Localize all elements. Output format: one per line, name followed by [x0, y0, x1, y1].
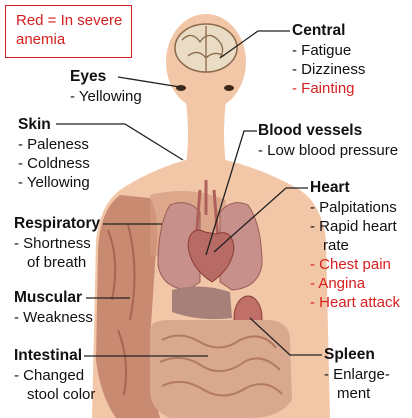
skin-label: Skin - Paleness - Coldness - Yellowing: [18, 115, 90, 192]
spleen-item: ment: [324, 384, 390, 403]
liver: [172, 286, 232, 319]
central-heading: Central: [292, 21, 365, 41]
spleen-item: - Enlarge-: [324, 365, 390, 384]
central-red-item: - Fainting: [292, 79, 365, 98]
brain: [175, 24, 237, 72]
respiratory-heading: Respiratory: [14, 214, 100, 234]
eyes-item: - Yellowing: [70, 87, 142, 106]
heart-red-item: - Chest pain: [310, 255, 400, 274]
legend-box: Red = In severe anemia: [5, 5, 132, 58]
muscular-heading: Muscular: [14, 288, 93, 308]
central-item: - Dizziness: [292, 60, 365, 79]
intestinal-heading: Intestinal: [14, 346, 95, 366]
intestinal-item: - Changed: [14, 366, 95, 385]
respiratory-label: Respiratory - Shortness of breath: [14, 214, 100, 272]
blood-vessels-item: - Low blood pressure: [258, 141, 398, 160]
heart-item: - Rapid heart: [310, 217, 400, 236]
heart-heading: Heart: [310, 178, 400, 198]
heart-red-item: - Heart attack: [310, 293, 400, 312]
heart-item: - Palpitations: [310, 198, 400, 217]
skin-heading: Skin: [18, 115, 90, 135]
skin-item: - Coldness: [18, 154, 90, 173]
intestines: [150, 320, 292, 418]
respiratory-item: - Shortness: [14, 234, 100, 253]
central-label: Central - Fatigue - Dizziness - Fainting: [292, 21, 365, 98]
respiratory-item: of breath: [14, 253, 100, 272]
eyes-heading: Eyes: [70, 67, 142, 87]
muscular-item: - Weakness: [14, 308, 93, 327]
central-item: - Fatigue: [292, 41, 365, 60]
eyes-label: Eyes - Yellowing: [70, 67, 142, 106]
intestinal-label: Intestinal - Changed stool color: [14, 346, 95, 404]
heart-item: rate: [310, 236, 400, 255]
blood-vessels-heading: Blood vessels: [258, 121, 398, 141]
skin-item: - Paleness: [18, 135, 90, 154]
blood-vessels-label: Blood vessels - Low blood pressure: [258, 121, 398, 160]
spleen-label: Spleen - Enlarge- ment: [324, 345, 390, 403]
intestinal-item: stool color: [14, 385, 95, 404]
heart-label: Heart - Palpitations - Rapid heart rate …: [310, 178, 400, 312]
muscular-label: Muscular - Weakness: [14, 288, 93, 327]
heart-red-item: - Angina: [310, 274, 400, 293]
spleen-heading: Spleen: [324, 345, 390, 365]
skin-item: - Yellowing: [18, 173, 90, 192]
legend-text: Red = In severe anemia: [16, 12, 122, 48]
